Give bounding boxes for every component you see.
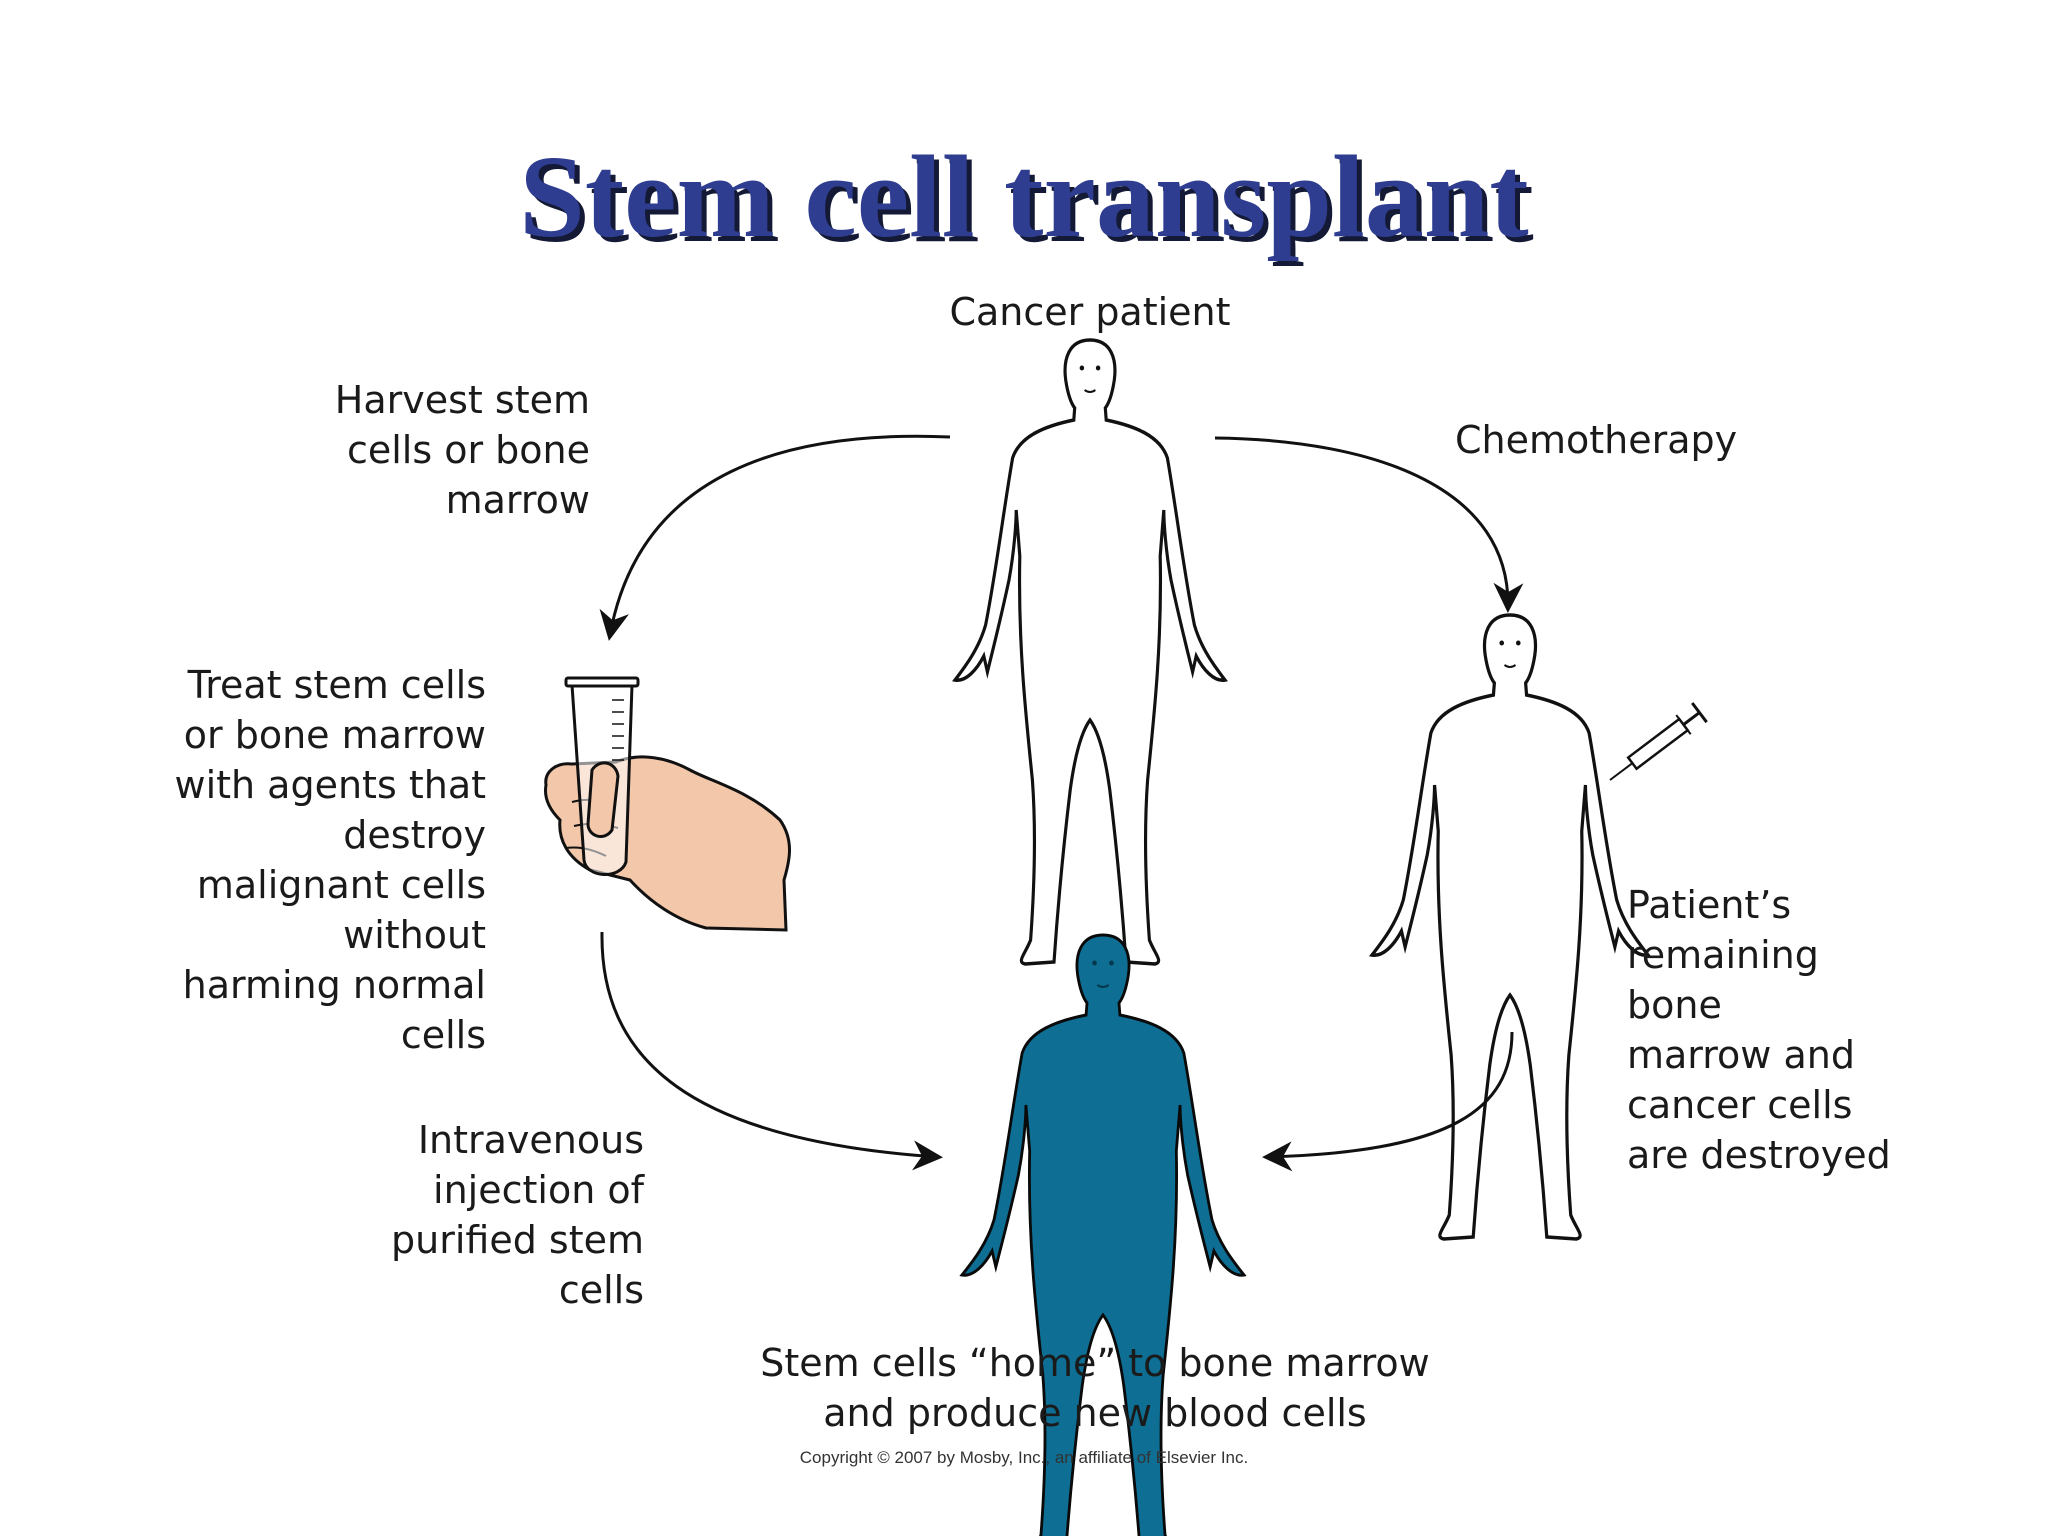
label-harvest: Harvest stem cells or bone marrow bbox=[334, 378, 590, 522]
arrow-chemotherapy bbox=[1214, 436, 1524, 613]
page-title: Stem cell transplant bbox=[519, 131, 1529, 262]
syringe-icon bbox=[1609, 702, 1708, 781]
label-intravenous: Intravenous injection of purified stem c… bbox=[391, 1118, 644, 1312]
label-cancer-patient: Cancer patient bbox=[949, 290, 1231, 334]
arrow-engraftment bbox=[1262, 1031, 1514, 1172]
test-tube-hand-illustration bbox=[544, 676, 791, 932]
chemo-patient-figure bbox=[1370, 613, 1650, 1241]
label-home: Stem cells “home” to bone marrow and pro… bbox=[760, 1341, 1430, 1435]
cancer-patient-figure bbox=[953, 338, 1227, 966]
recipient-patient-figure bbox=[960, 933, 1246, 1536]
copyright-notice: Copyright © 2007 by Mosby, Inc., an affi… bbox=[799, 1448, 1249, 1467]
label-treat: Treat stem cells or bone marrow with age… bbox=[174, 663, 486, 1057]
arrow-harvest bbox=[599, 434, 951, 641]
label-destroyed: Patient’s remaining bone marrow and canc… bbox=[1627, 883, 1891, 1177]
label-chemotherapy: Chemotherapy bbox=[1455, 418, 1738, 462]
arrow-intravenous bbox=[600, 931, 943, 1171]
